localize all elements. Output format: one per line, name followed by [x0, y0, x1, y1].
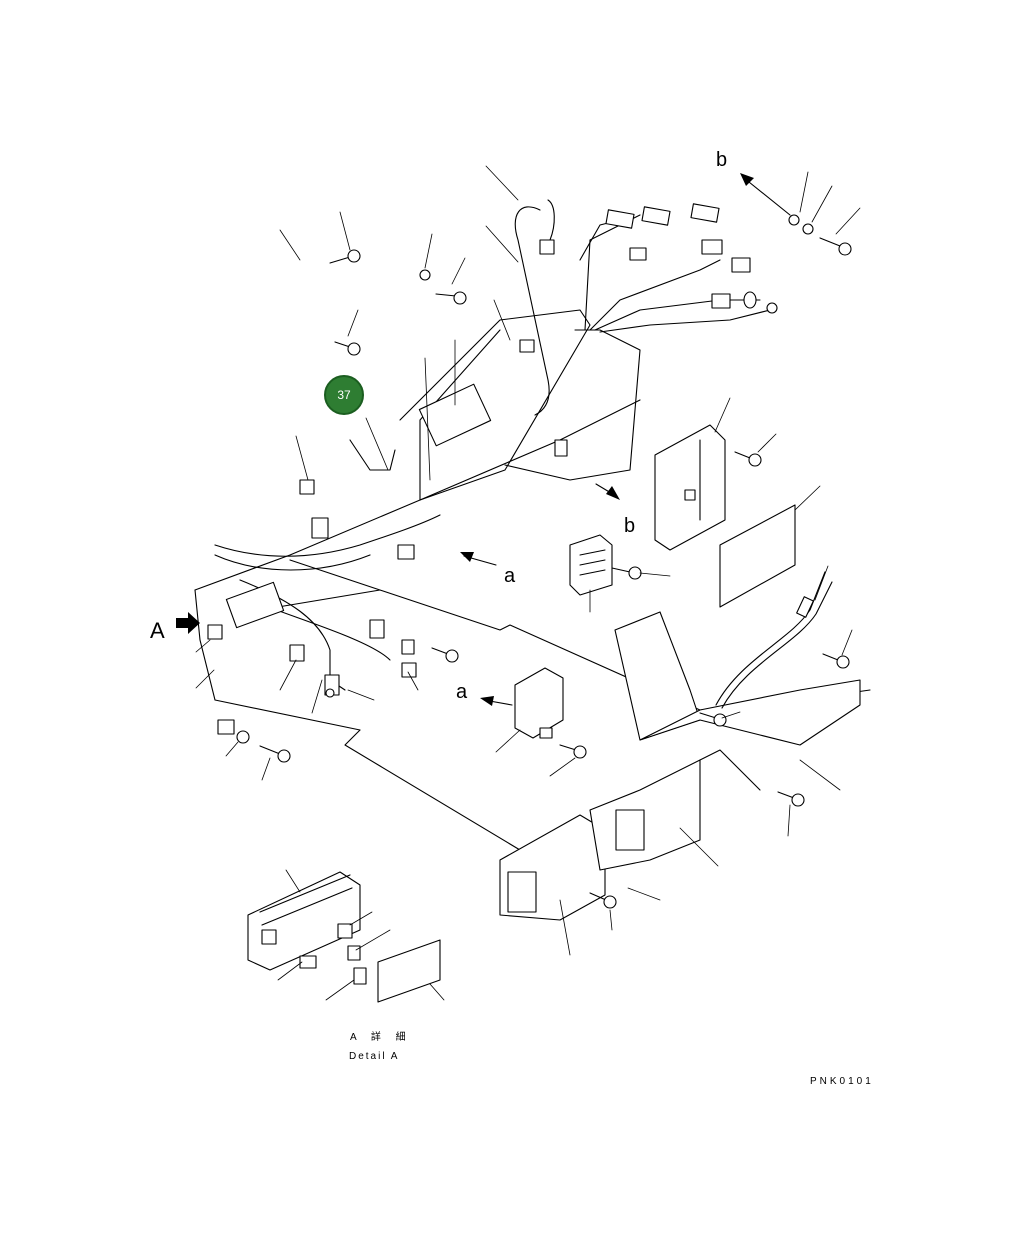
relay-box [569, 534, 613, 596]
sensor-wire [715, 571, 833, 709]
bolt [435, 291, 467, 305]
bolt [559, 744, 587, 759]
washer [788, 214, 800, 226]
bolt [699, 712, 727, 727]
ref-b-mid-label: b [624, 515, 636, 537]
bolt [611, 566, 642, 580]
bolt [431, 647, 459, 663]
detail-a-caption: Detail A [349, 1051, 400, 1062]
center-bracket [349, 309, 591, 501]
bolt [334, 341, 361, 356]
detail-a-jp-caption: A 詳 細 [350, 1032, 412, 1043]
air-duct [499, 611, 861, 921]
bolt [777, 791, 805, 807]
callout-37-marker[interactable]: 37 [324, 375, 364, 415]
bolt [822, 653, 850, 669]
fasteners [236, 214, 852, 909]
floor-frame [194, 399, 871, 851]
washer [325, 688, 335, 698]
leader-lines [195, 165, 861, 956]
reference-arrows [460, 173, 791, 706]
controller-box [654, 424, 796, 608]
washer [802, 223, 814, 235]
left-harness [207, 479, 441, 735]
bolt [734, 451, 762, 467]
detail-a-inset [247, 869, 445, 1003]
upper-harness [504, 199, 778, 481]
washer [236, 730, 250, 744]
arrow-right-icon [176, 612, 200, 634]
bolt [819, 237, 852, 256]
ref-a-low-label: a [456, 681, 468, 703]
ref-b-top-label: b [716, 149, 728, 171]
bolt [259, 745, 291, 763]
bolt [329, 249, 361, 264]
drawing-code: PNK0101 [810, 1076, 874, 1087]
washer [419, 269, 431, 281]
view-a-label: A [150, 618, 165, 643]
ref-a-mid-label: a [504, 565, 516, 587]
bolt [589, 892, 617, 909]
small-module [514, 667, 564, 739]
